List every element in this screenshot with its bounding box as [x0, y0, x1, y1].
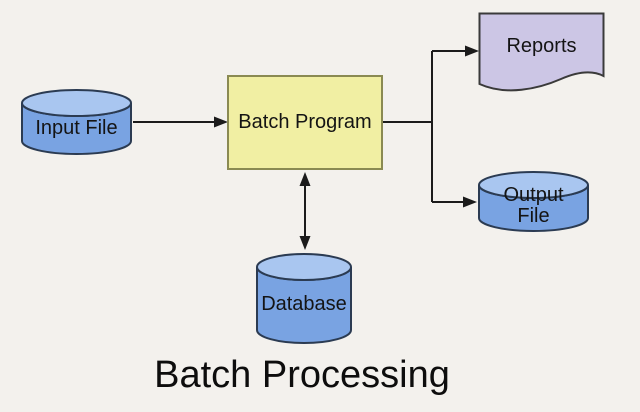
edge-batch-program-fork	[383, 51, 433, 202]
node-output-file: Output File	[477, 170, 590, 233]
document-icon	[478, 12, 605, 92]
arrowhead-right-icon	[465, 45, 479, 57]
diagram-title: Batch Processing	[154, 354, 450, 396]
node-reports: Reports	[478, 12, 605, 96]
arrowhead-right-icon	[463, 196, 477, 208]
reports-label: Reports	[506, 34, 577, 57]
database-label: Database	[261, 293, 347, 315]
cylinder-icon	[256, 253, 352, 344]
edge-batch-program-to-output-file	[432, 196, 477, 208]
cylinder-icon	[21, 89, 132, 155]
output-file-label: Output File	[503, 184, 564, 227]
cylinder-icon	[478, 171, 589, 232]
edge-batch-program-to-database	[299, 172, 311, 250]
edge-input-file-to-batch-program	[133, 116, 228, 128]
edge-batch-program-to-reports	[432, 45, 479, 57]
input-file-label: Input File	[35, 116, 118, 139]
arrowhead-down-icon	[299, 236, 311, 250]
arrowhead-up-icon	[299, 172, 311, 186]
node-input-file: Input File	[20, 88, 133, 156]
node-database: Database	[255, 252, 353, 345]
node-batch-program: Batch Program	[227, 75, 383, 170]
batch-program-label: Batch Program	[238, 111, 372, 133]
arrowhead-right-icon	[214, 116, 228, 128]
